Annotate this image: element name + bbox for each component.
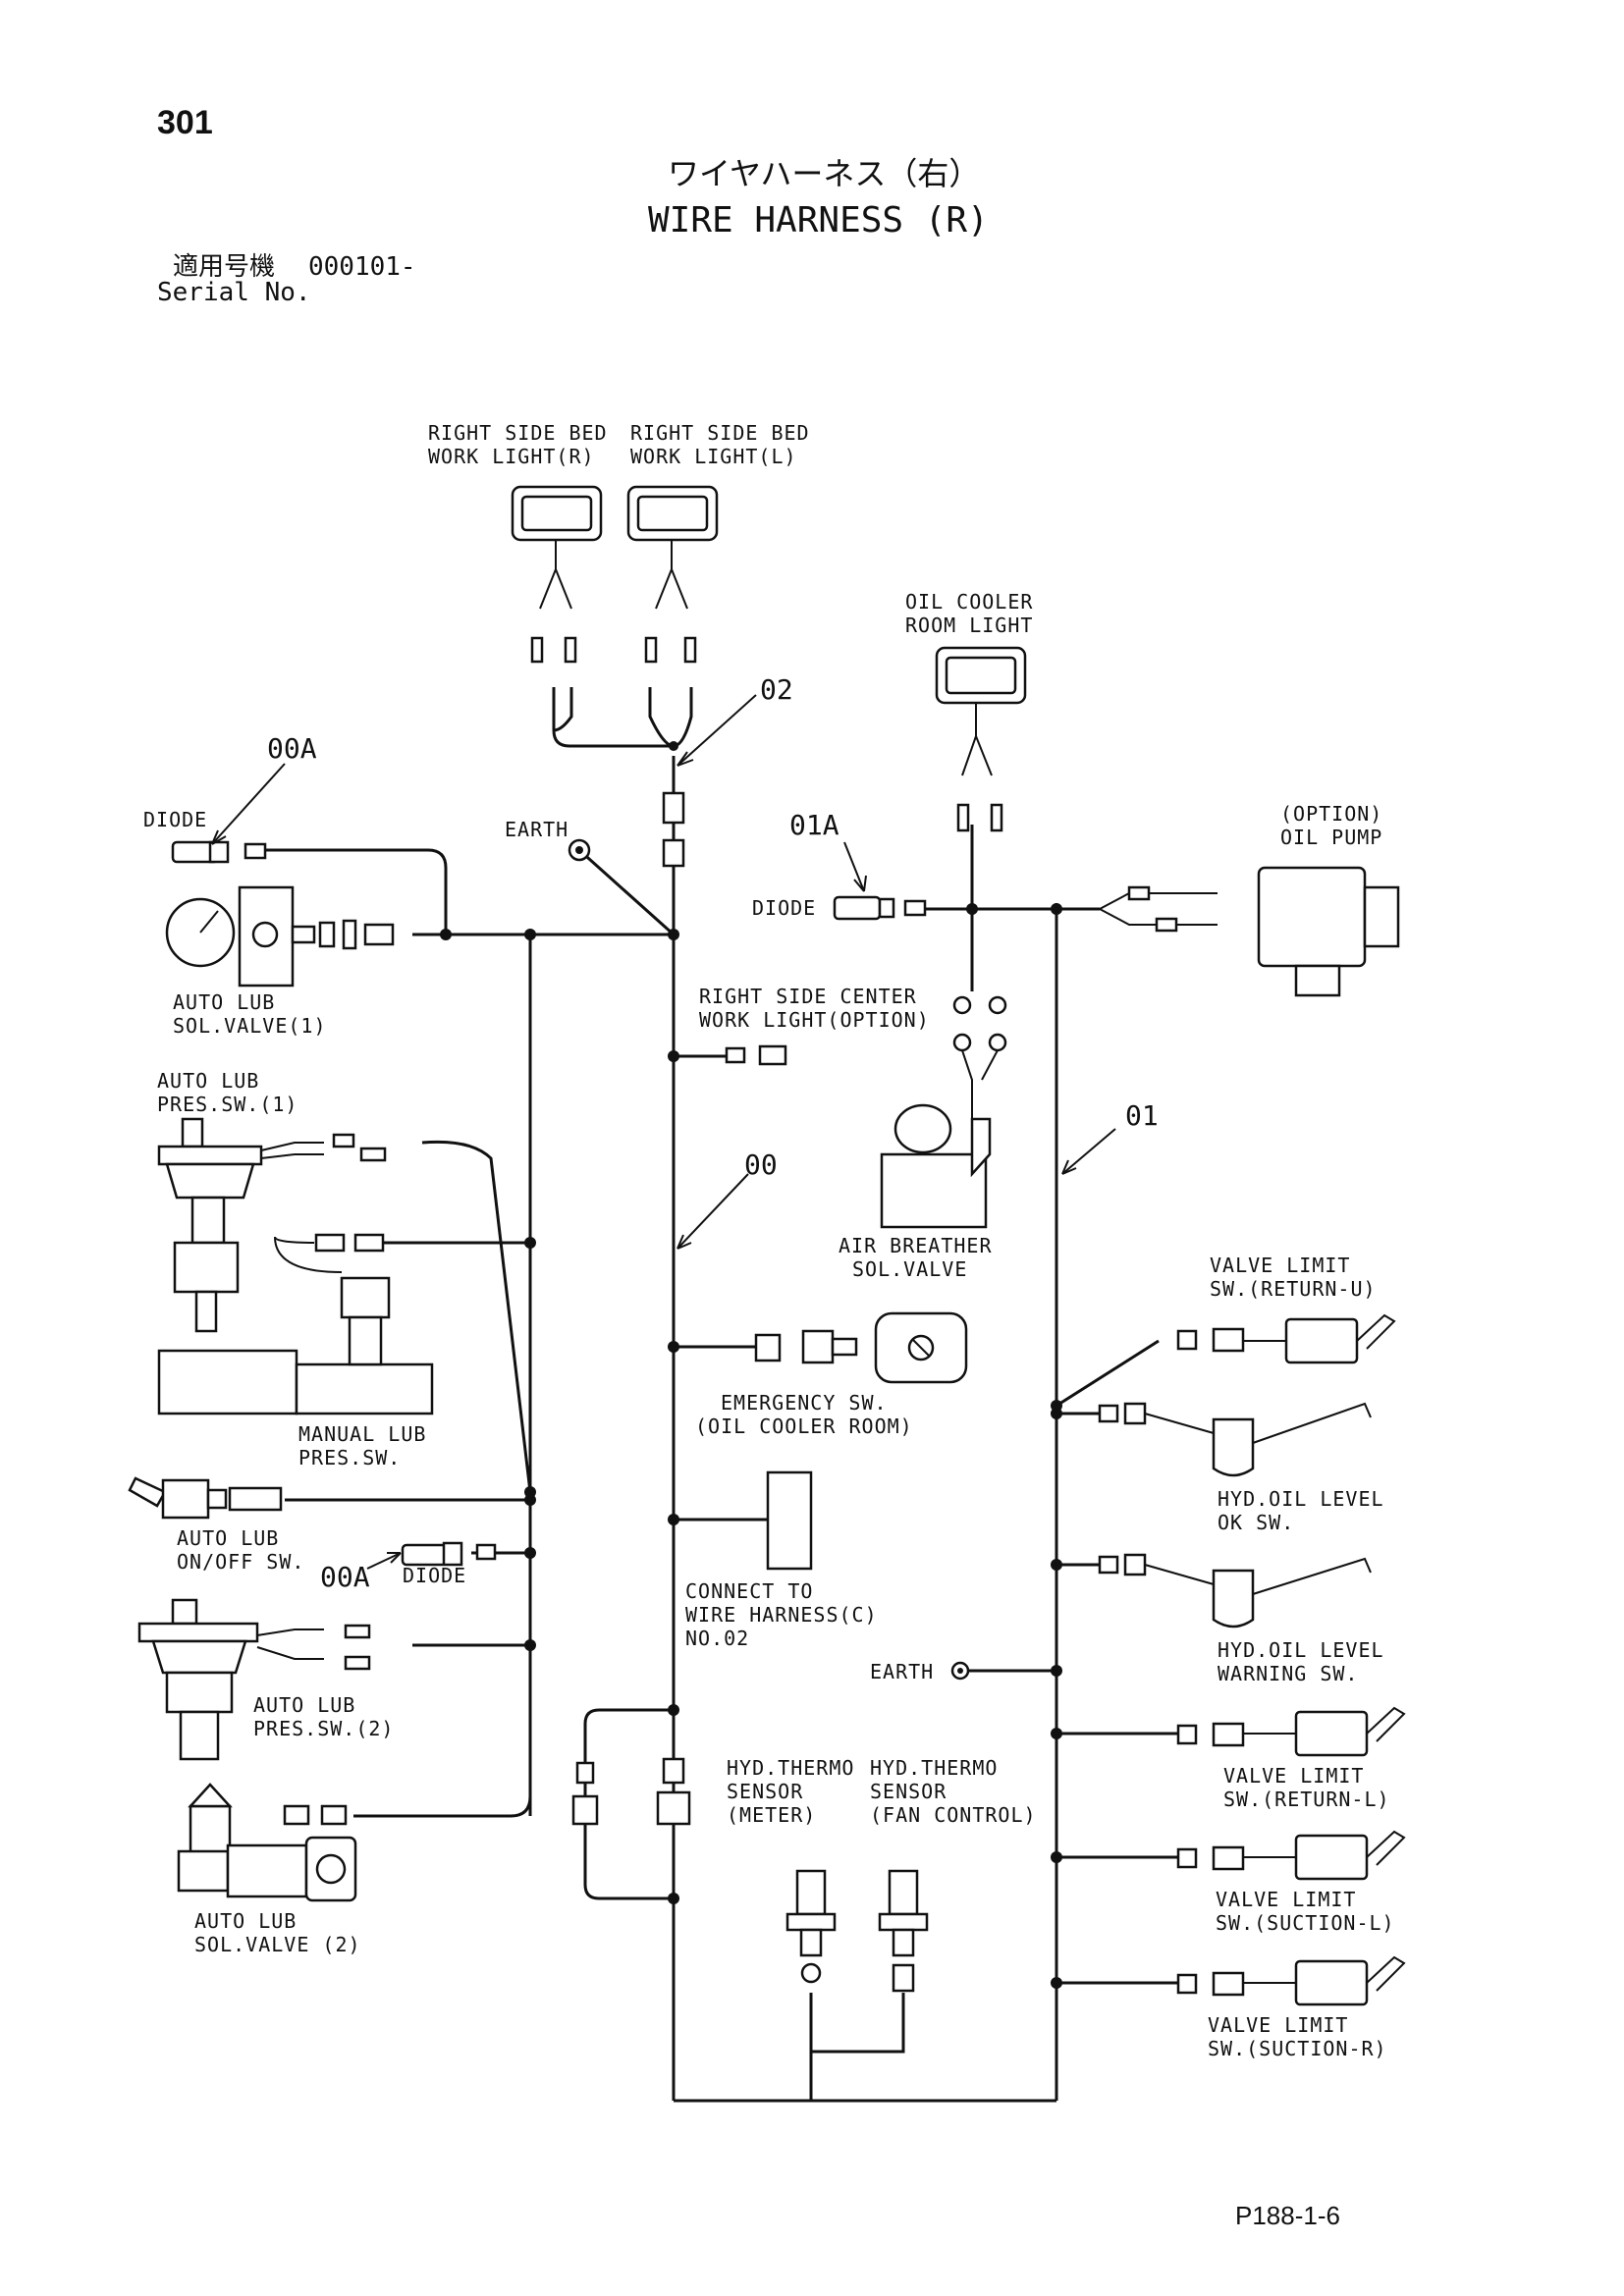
page-code: P188-1-6	[1235, 2201, 1340, 2230]
title-japanese: ワイヤハーネス（右）	[668, 155, 980, 192]
diode-top-label: DIODE	[143, 808, 207, 831]
diode-top-icon	[171, 840, 267, 864]
emergency-sw-line1: EMERGENCY SW.	[721, 1391, 888, 1415]
valve-limit-return-u-icon	[1176, 1313, 1396, 1364]
connect-harness-line2: WIRE HARNESS(C)	[685, 1603, 878, 1627]
air-breather-valve-icon	[880, 1103, 992, 1229]
valve-limit-suction-r-icon	[1176, 1955, 1406, 2006]
emergency-sw-line2: (OIL COOLER ROOM)	[695, 1415, 913, 1438]
oil-cooler-room-light-icon	[935, 646, 1027, 832]
auto-lub-pres-sw-1-icon	[157, 1117, 387, 1415]
valve-limit-suction-l-line2: SW.(SUCTION-L)	[1216, 1911, 1395, 1935]
hyd-thermo-meter-line1: HYD.THERMO	[727, 1756, 854, 1780]
oil-cooler-light-line2: ROOM LIGHT	[905, 614, 1033, 637]
hyd-oil-level-ok-switch-icon	[1098, 1402, 1372, 1477]
bed-light-r-line2: WORK LIGHT(R)	[428, 445, 595, 468]
manual-lub-line2: PRES.SW.	[298, 1446, 401, 1469]
connect-harness-line3: NO.02	[685, 1627, 749, 1650]
hyd-thermo-sensor-fan-control-icon	[878, 1869, 929, 1993]
auto-lub-pres-sw-2-icon	[137, 1598, 371, 1761]
auto-lub-sol-valve-1-icon	[165, 885, 395, 988]
auto-lub-pres-sw-2-line2: PRES.SW.(2)	[253, 1717, 394, 1740]
lamp-socket-icon	[952, 995, 1007, 1119]
bed-work-light-r-icon	[511, 485, 603, 664]
auto-lub-on-off-line2: ON/OFF SW.	[177, 1550, 304, 1574]
connect-harness-line1: CONNECT TO	[685, 1579, 813, 1603]
diode-01a-icon	[833, 895, 927, 921]
air-breather-line1: AIR BREATHER	[839, 1234, 993, 1257]
emergency-switch-icon	[754, 1311, 968, 1384]
auto-lub-on-off-line1: AUTO LUB	[177, 1526, 279, 1550]
center-work-light-connector-icon	[725, 1044, 787, 1066]
serial-value: 000101-	[308, 252, 416, 282]
center-work-light-line2: WORK LIGHT(OPTION)	[699, 1008, 930, 1032]
valve-limit-suction-l-line1: VALVE LIMIT	[1216, 1888, 1356, 1911]
hyd-oil-level-ok-line2: OK SW.	[1218, 1511, 1294, 1534]
air-breather-line2: SOL.VALVE	[852, 1257, 967, 1281]
connector-02-icon	[662, 791, 685, 868]
junction-dots	[440, 741, 1062, 1989]
diode-bottom-label: DIODE	[403, 1564, 466, 1587]
auto-lub-sol-valve-1-line1: AUTO LUB	[173, 990, 275, 1014]
diode-bottom-icon	[401, 1541, 497, 1567]
valve-limit-return-l-line1: VALVE LIMIT	[1223, 1764, 1364, 1788]
hyd-thermo-fan-line2: SENSOR	[870, 1780, 947, 1803]
bed-work-light-l-icon	[626, 485, 719, 664]
oil-pump-icon	[1099, 866, 1400, 997]
center-work-light-line1: RIGHT SIDE CENTER	[699, 985, 917, 1008]
auto-lub-sol-valve-2-line2: SOL.VALVE (2)	[194, 1933, 361, 1956]
callout-01: 01	[1125, 1099, 1159, 1132]
oil-pump-line2: OIL PUMP	[1280, 826, 1382, 849]
oil-cooler-light-line1: OIL COOLER	[905, 590, 1033, 614]
page-number: 301	[157, 104, 213, 141]
callout-00a-bottom: 00A	[320, 1561, 370, 1593]
manual-lub-line1: MANUAL LUB	[298, 1422, 426, 1446]
auto-lub-pres-sw-1-line2: PRES.SW.(1)	[157, 1093, 298, 1116]
earth-top-icon	[568, 838, 591, 862]
hyd-thermo-meter-line3: (METER)	[727, 1803, 816, 1827]
hyd-oil-level-warning-switch-icon	[1098, 1553, 1372, 1629]
bed-light-l-line2: WORK LIGHT(L)	[630, 445, 797, 468]
serial-label-japanese: 適用号機	[173, 252, 275, 282]
callout-00: 00	[744, 1148, 778, 1181]
auto-lub-sol-valve-2-icon	[177, 1783, 357, 1902]
auto-lub-sol-valve-2-line1: AUTO LUB	[194, 1909, 297, 1933]
auto-lub-on-off-switch-icon	[128, 1476, 283, 1520]
earth-bottom-label: EARTH	[870, 1660, 934, 1683]
harness-c-loop-connectors-icon	[571, 1757, 691, 1826]
earth-bottom-icon	[950, 1661, 970, 1681]
hyd-oil-level-warning-line2: WARNING SW.	[1218, 1662, 1358, 1685]
diode-01a-label: DIODE	[752, 896, 816, 920]
valve-limit-return-l-icon	[1176, 1706, 1406, 1757]
serial-label-english: Serial No.	[157, 278, 311, 307]
oil-pump-line1: (OPTION)	[1280, 802, 1382, 826]
auto-lub-pres-sw-2-line1: AUTO LUB	[253, 1693, 355, 1717]
hyd-oil-level-ok-line1: HYD.OIL LEVEL	[1218, 1487, 1384, 1511]
callout-leaders	[211, 694, 1116, 1570]
earth-top-label: EARTH	[505, 818, 568, 841]
auto-lub-pres-sw-1-line1: AUTO LUB	[157, 1069, 259, 1093]
wire-harness-c-connector-icon	[766, 1470, 813, 1571]
title-english: WIRE HARNESS (R)	[648, 200, 989, 240]
callout-02: 02	[760, 673, 793, 706]
valve-limit-suction-r-line1: VALVE LIMIT	[1208, 2013, 1348, 2037]
bed-light-l-line1: RIGHT SIDE BED	[630, 421, 810, 445]
manual-lub-pres-sw-icon	[274, 1233, 434, 1415]
hyd-thermo-sensor-meter-icon	[785, 1869, 837, 1984]
hyd-oil-level-warning-line1: HYD.OIL LEVEL	[1218, 1638, 1384, 1662]
callout-00a-top: 00A	[267, 732, 317, 765]
valve-limit-suction-r-line2: SW.(SUCTION-R)	[1208, 2037, 1387, 2060]
bed-light-r-line1: RIGHT SIDE BED	[428, 421, 608, 445]
valve-limit-return-u-line2: SW.(RETURN-U)	[1210, 1277, 1377, 1301]
callout-01a: 01A	[789, 809, 839, 841]
valve-limit-return-u-line1: VALVE LIMIT	[1210, 1254, 1350, 1277]
hyd-thermo-meter-line2: SENSOR	[727, 1780, 803, 1803]
valve-limit-suction-l-icon	[1176, 1830, 1406, 1881]
valve-limit-return-l-line2: SW.(RETURN-L)	[1223, 1788, 1390, 1811]
hyd-thermo-fan-line3: (FAN CONTROL)	[870, 1803, 1037, 1827]
hyd-thermo-fan-line1: HYD.THERMO	[870, 1756, 998, 1780]
auto-lub-sol-valve-1-line2: SOL.VALVE(1)	[173, 1014, 327, 1038]
